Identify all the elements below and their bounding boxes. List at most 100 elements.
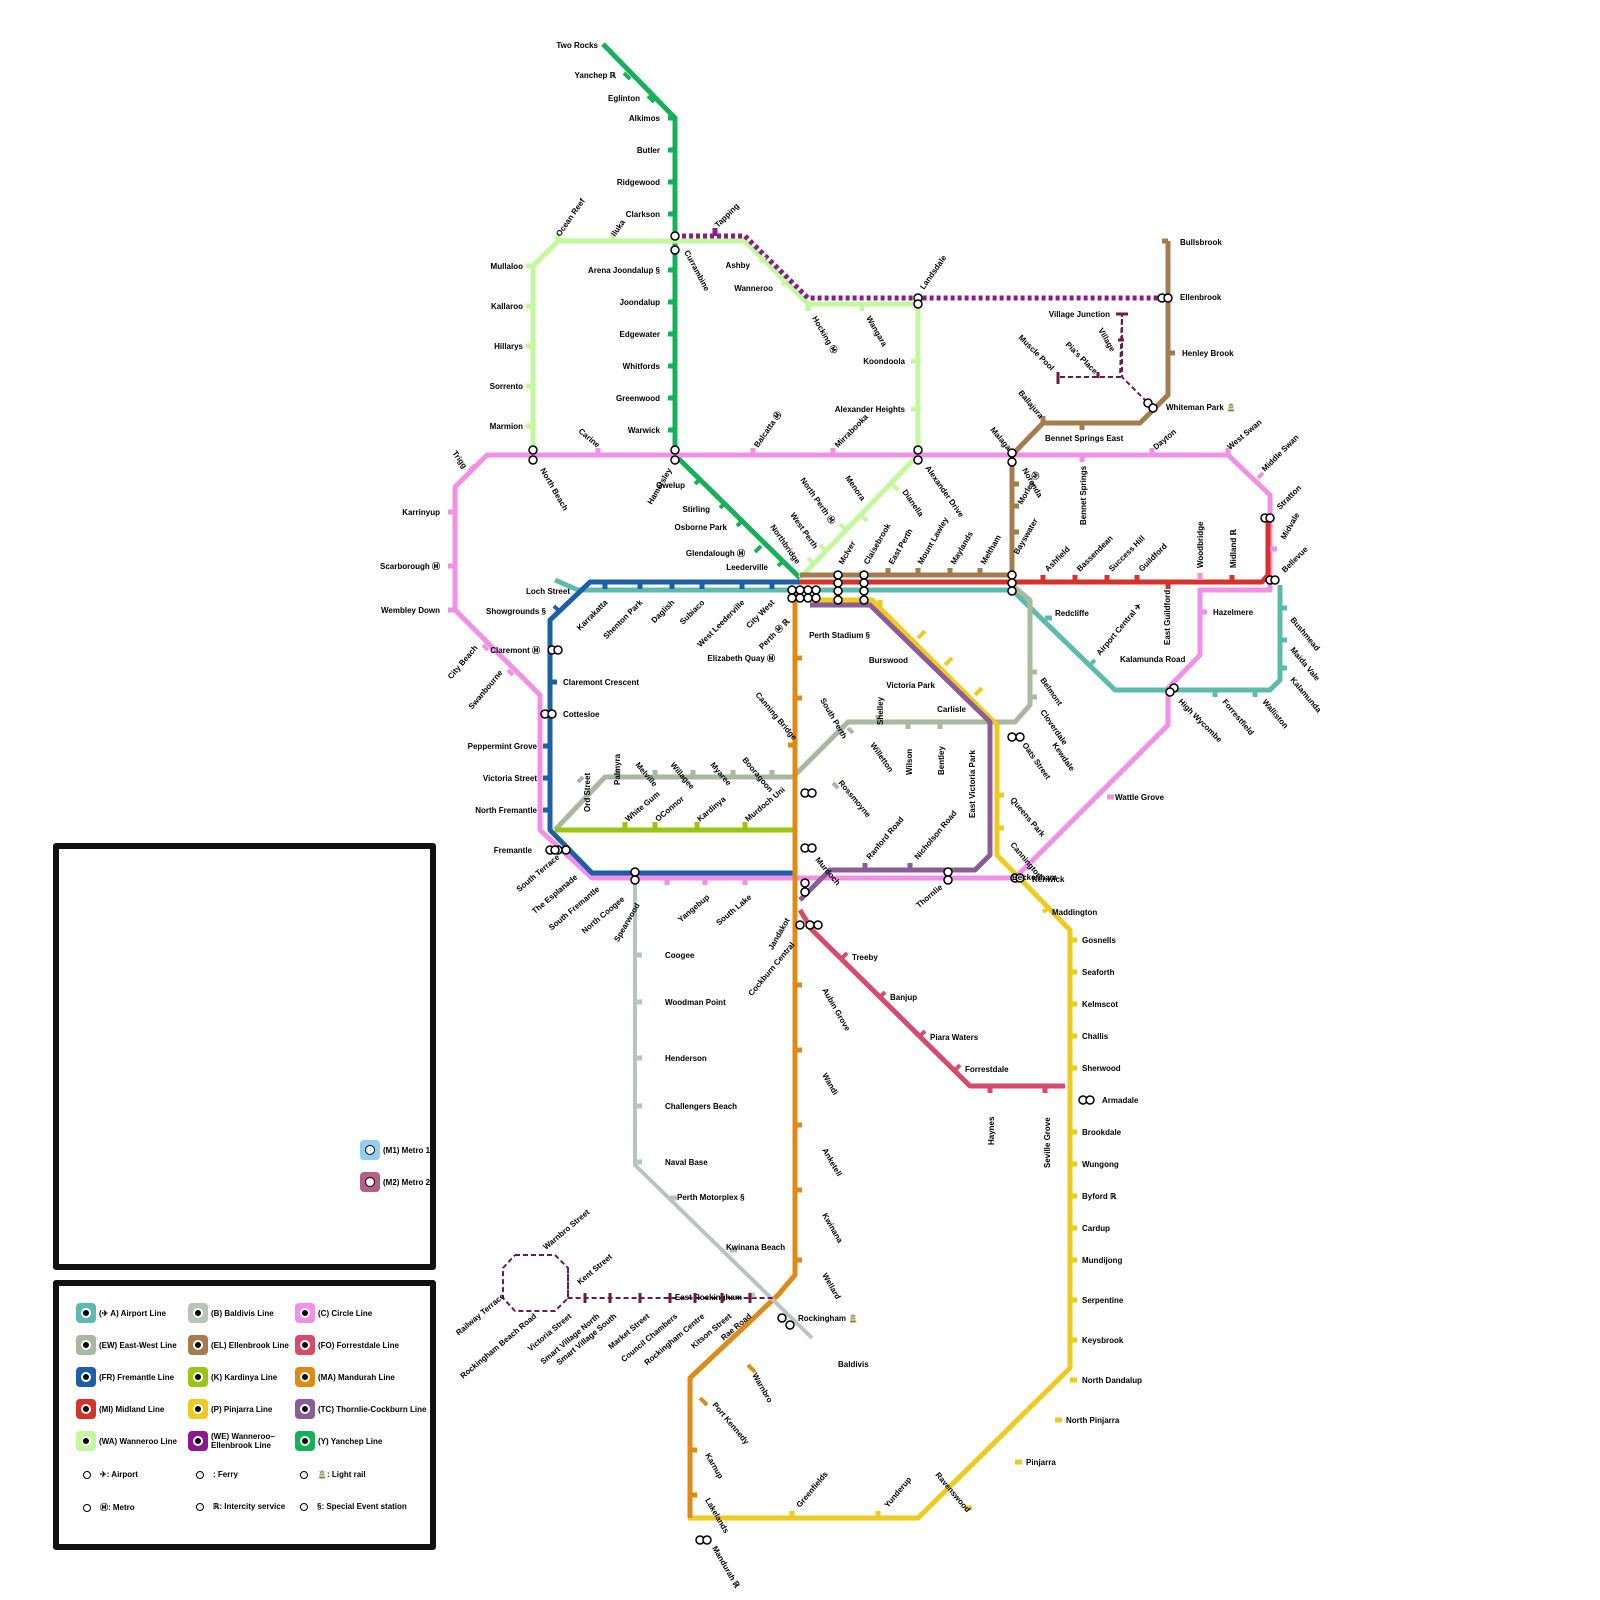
interchange-marker: [631, 868, 639, 876]
station-label: Brookdale: [1082, 1128, 1122, 1137]
station-label: Mirrabooka: [833, 412, 870, 449]
station-label: Hillarys: [494, 342, 523, 351]
station-label: Stratton: [1275, 483, 1303, 511]
interchange-marker: [796, 921, 804, 929]
station-label: Challis: [1082, 1032, 1109, 1041]
station-label: Challengers Beach: [665, 1102, 737, 1111]
station-label: Balcatta Ⓜ: [751, 410, 783, 450]
station-label: Myaree: [708, 761, 733, 788]
legend-label: (M2) Metro 2: [383, 1178, 430, 1187]
station-label: Kelmscot: [1082, 1000, 1118, 1009]
legend-item-circle: (C) Circle Line: [295, 1303, 372, 1323]
station-label: Karrinyup: [402, 508, 440, 517]
station-label: Osborne Park: [675, 523, 728, 532]
station-label: Marmion: [490, 422, 523, 431]
interchange-marker: [860, 571, 868, 579]
station-tick: [778, 560, 784, 566]
line-icon: [295, 1399, 315, 1419]
station-label: Whitfords: [623, 362, 661, 371]
interchange-marker: [834, 579, 842, 587]
station-label: Peppermint Grove: [468, 742, 538, 751]
legend-symbol: 🚊: Light rail: [300, 1470, 366, 1479]
station-tick: [842, 953, 847, 958]
station-label: Rossmoyne: [836, 779, 872, 820]
station-label: Two Rocks: [556, 41, 598, 50]
station-label: Queens Park: [1008, 796, 1047, 840]
station-label: Perth Stadium §: [809, 631, 870, 640]
station-label: North Beach: [538, 467, 570, 513]
station-tick: [862, 516, 867, 521]
station-label: Kallaroo: [491, 302, 523, 311]
symbol-icon: [83, 1471, 91, 1479]
station-label: Karrakatta: [575, 598, 610, 633]
station-label: Edgewater: [620, 330, 660, 339]
legend-symbol: ✈: Airport: [83, 1470, 138, 1479]
legend-item-yanchep: (Y) Yanchep Line: [295, 1431, 382, 1451]
station-label: Keysbrook: [1082, 1336, 1124, 1345]
station-label: Gwelup: [656, 481, 685, 490]
interchange-marker: [1086, 1096, 1094, 1104]
thornlie-line: [800, 605, 990, 900]
legend-label: (M1) Metro 1: [383, 1146, 430, 1155]
station-label: Bentley: [937, 746, 946, 775]
station-label: Leederville: [726, 563, 768, 572]
station-label: Wandi: [820, 1072, 840, 1097]
station-label: Kalamunda: [1288, 676, 1323, 715]
station-label: Kardinya: [696, 794, 728, 823]
station-label: Piara Waters: [930, 1033, 979, 1042]
interchange-marker: [914, 446, 922, 454]
interchange-marker: [808, 844, 816, 852]
station-label: Carlisle: [937, 705, 966, 714]
interchange-marker: [814, 921, 822, 929]
station-label: East Victoria Park: [968, 750, 977, 818]
interchange-marker: [1271, 576, 1279, 584]
station-label: Yunderup: [883, 1475, 914, 1509]
station-label: Mandurah ℝ: [710, 1545, 742, 1591]
station-label: Henley Brook: [1182, 349, 1234, 358]
station-tick: [737, 520, 743, 526]
station-label: Ranford Road: [865, 815, 906, 861]
station-label: Byford ℝ: [1082, 1192, 1117, 1201]
interchange-marker: [796, 594, 804, 602]
station-label: Victoria Street: [483, 774, 537, 783]
station-tick: [755, 546, 761, 552]
station-label: Bennet Springs: [1079, 465, 1088, 525]
station-label: Village: [1096, 327, 1117, 354]
interchange-marker: [1266, 514, 1274, 522]
station-label: Wattle Grove: [1115, 793, 1165, 802]
station-label: McIver: [837, 540, 857, 566]
station-label: Ocean Reef: [554, 197, 587, 238]
station-label: Dianella: [900, 488, 925, 519]
legend-item-wanneroo_ellenbrook: (WE) Wanneroo–Ellenbrook Line: [188, 1431, 281, 1451]
station-tick: [848, 728, 853, 733]
interchange-marker: [1008, 733, 1016, 741]
station-label: Cardup: [1082, 1224, 1110, 1233]
station-label: Kent Street: [576, 1252, 615, 1287]
station-label: Wungong: [1082, 1160, 1119, 1169]
station-label: Burswood: [869, 656, 908, 665]
station-label: North Pinjarra: [1066, 1416, 1120, 1425]
station-label: West Perth: [788, 511, 819, 550]
station-label: Ridgewood: [617, 178, 660, 187]
station-label: Butler: [637, 146, 660, 155]
interchange-marker: [860, 596, 868, 604]
station-label: Kewdale: [1050, 741, 1076, 773]
interchange-marker: [914, 456, 922, 464]
station-label: Midland ℝ: [1229, 529, 1238, 568]
legend-label: (MI) Midland Line: [99, 1405, 164, 1414]
station-label: Bullsbrook: [1180, 238, 1222, 247]
station-label: Rockingham 🚊: [798, 1313, 858, 1323]
station-label: Daglish: [650, 598, 677, 625]
station-label: Coogee: [665, 951, 695, 960]
station-label: East Perth: [887, 527, 915, 566]
station-label: Hazelmere: [1213, 608, 1254, 617]
station-label: Haynes: [987, 1116, 996, 1145]
station-label: Claremont Ⓜ: [490, 645, 540, 655]
legend-symbol: ℝ: Intercity service: [196, 1502, 285, 1511]
station-label: Glendalough Ⓜ: [686, 548, 745, 558]
station-label: Greenwood: [616, 394, 660, 403]
station-label: Koondoola: [863, 357, 905, 366]
station-label: Midvale: [1279, 511, 1302, 541]
station-label: Cottesloe: [563, 710, 600, 719]
interchange-marker: [671, 456, 679, 464]
